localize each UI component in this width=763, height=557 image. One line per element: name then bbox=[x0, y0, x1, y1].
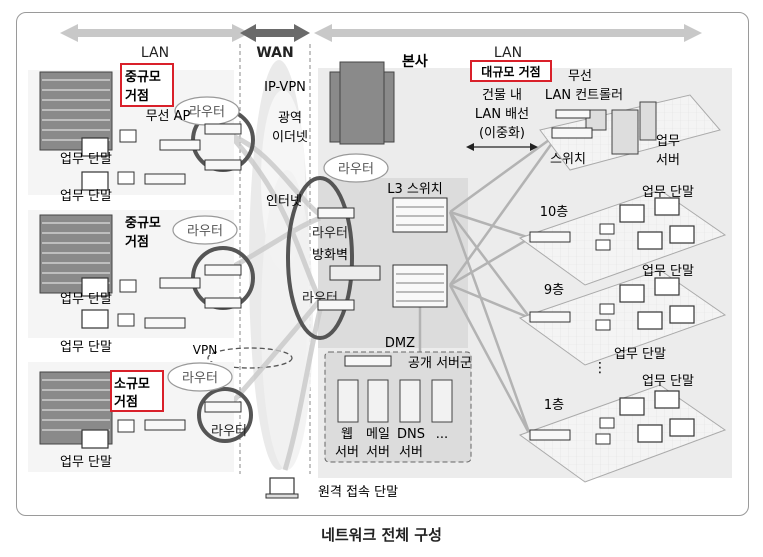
figure-caption: 네트워크 전체 구성 bbox=[321, 526, 442, 544]
floor-platform bbox=[518, 384, 727, 483]
l3-switch-ports bbox=[396, 206, 444, 302]
lan-left-label: LAN bbox=[141, 45, 169, 61]
business-server-line2: 서버 bbox=[656, 153, 680, 168]
building-cabling-arrow bbox=[466, 143, 538, 151]
floor-label: 1층 bbox=[544, 398, 564, 413]
remote-terminal-label: 원격 접속 단말 bbox=[318, 485, 398, 500]
network-device bbox=[555, 109, 591, 119]
building-cabling-line3: (이중화) bbox=[479, 126, 525, 141]
site-small-highlight bbox=[110, 370, 164, 412]
lan-left-arrow bbox=[60, 24, 250, 42]
firewall-label: 방화벽 bbox=[312, 248, 348, 263]
more-servers-label: ... bbox=[436, 427, 448, 442]
router-label: 라우터 bbox=[338, 162, 374, 177]
business-terminal-label: 업무 단말 bbox=[60, 455, 112, 470]
wlc-label-line1: 무선 bbox=[568, 69, 592, 84]
web-server-label-line2: 서버 bbox=[335, 445, 359, 460]
ip-phone-icon bbox=[117, 129, 137, 433]
ip-phone-icon bbox=[595, 223, 615, 445]
business-terminal-label: 업무 단말 bbox=[60, 292, 112, 307]
router-label: 라우터 bbox=[189, 105, 225, 120]
business-terminal-label: 업무 단말 bbox=[60, 152, 112, 167]
network-device bbox=[344, 355, 392, 367]
ip-vpn-label: IP-VPN bbox=[264, 80, 306, 95]
network-device bbox=[551, 127, 593, 139]
business-terminal-label: 업무 단말 bbox=[642, 374, 694, 389]
business-terminal-label: 업무 단말 bbox=[642, 185, 694, 200]
wireless-ap-label: 무선 AP bbox=[146, 109, 191, 124]
router-bubble bbox=[167, 96, 389, 392]
building-icon bbox=[39, 71, 113, 445]
router-label: 라우터 bbox=[187, 224, 223, 239]
business-terminal-label: 업무 단말 bbox=[60, 340, 112, 355]
floor-label: 9층 bbox=[544, 283, 564, 298]
router-label: 라우터 bbox=[182, 371, 218, 386]
lan-links bbox=[418, 130, 562, 436]
building-cabling-line1: 건물 내 bbox=[482, 88, 522, 103]
dmz-label: DMZ bbox=[385, 336, 415, 351]
web-server-label-line1: 웹 bbox=[341, 427, 353, 442]
large-site-highlight bbox=[470, 60, 552, 82]
terminal-icon bbox=[81, 137, 109, 449]
server-rack-icon bbox=[585, 101, 657, 155]
wide-ethernet-label-line1: 광역 bbox=[278, 111, 302, 126]
wan-arrow bbox=[240, 24, 310, 42]
server-icon bbox=[337, 379, 453, 423]
router-label: 라우터 bbox=[211, 424, 247, 439]
terminal-icon bbox=[619, 197, 695, 443]
public-servers-label: 공개 서버군 bbox=[408, 356, 472, 371]
business-terminal-label: 업무 단말 bbox=[60, 189, 112, 204]
wide-ethernet-label-line2: 이더넷 bbox=[272, 130, 308, 145]
wan-label: WAN bbox=[256, 45, 293, 61]
l3-switch-label: L3 스위치 bbox=[387, 182, 443, 197]
l3-switch-icon bbox=[392, 197, 448, 308]
router-label: 라우터 bbox=[312, 226, 348, 241]
business-server-line1: 업무 bbox=[656, 134, 680, 149]
lan-right-label: LAN bbox=[494, 45, 522, 61]
laptop-icon bbox=[265, 477, 299, 499]
wlc-label-line2: LAN 컨트롤러 bbox=[545, 88, 623, 103]
vpn-tunnel bbox=[207, 347, 293, 369]
site-mid2-label-line2: 거점 bbox=[125, 235, 149, 250]
floor-ellipsis: ⋮ bbox=[593, 360, 607, 376]
hq-building-icon bbox=[329, 61, 395, 145]
site-small-label-line2: 거점 bbox=[114, 395, 138, 410]
vpn-label: VPN bbox=[193, 343, 217, 357]
building-cabling-line2: LAN 배선 bbox=[475, 107, 529, 122]
mail-server-label-line1: 메일 bbox=[366, 427, 390, 442]
business-terminal-label: 업무 단말 bbox=[614, 347, 666, 362]
firewall-icon bbox=[329, 265, 381, 281]
large-site-label: 대규모 거점 bbox=[481, 64, 540, 79]
site-mid1-label-line2: 거점 bbox=[125, 89, 149, 104]
lan-right-arrow bbox=[314, 24, 702, 42]
site-small-label-line1: 소규모 bbox=[114, 377, 150, 392]
business-terminal-label: 업무 단말 bbox=[642, 264, 694, 279]
dns-server-label-line1: DNS bbox=[397, 427, 425, 442]
site-mid2-label-line1: 중규모 bbox=[125, 216, 161, 231]
mail-server-label-line2: 서버 bbox=[366, 445, 390, 460]
floor-label: 10층 bbox=[540, 205, 569, 220]
site-mid1-label-line1: 중규모 bbox=[125, 70, 161, 85]
dns-server-label-line2: 서버 bbox=[399, 445, 423, 460]
network-device bbox=[144, 123, 355, 431]
site-mid1-highlight bbox=[120, 63, 174, 107]
network-device bbox=[529, 231, 571, 441]
hq-label: 본사 bbox=[402, 54, 428, 70]
switch-label: 스위치 bbox=[550, 152, 586, 167]
internet-label: 인터넷 bbox=[266, 194, 302, 209]
